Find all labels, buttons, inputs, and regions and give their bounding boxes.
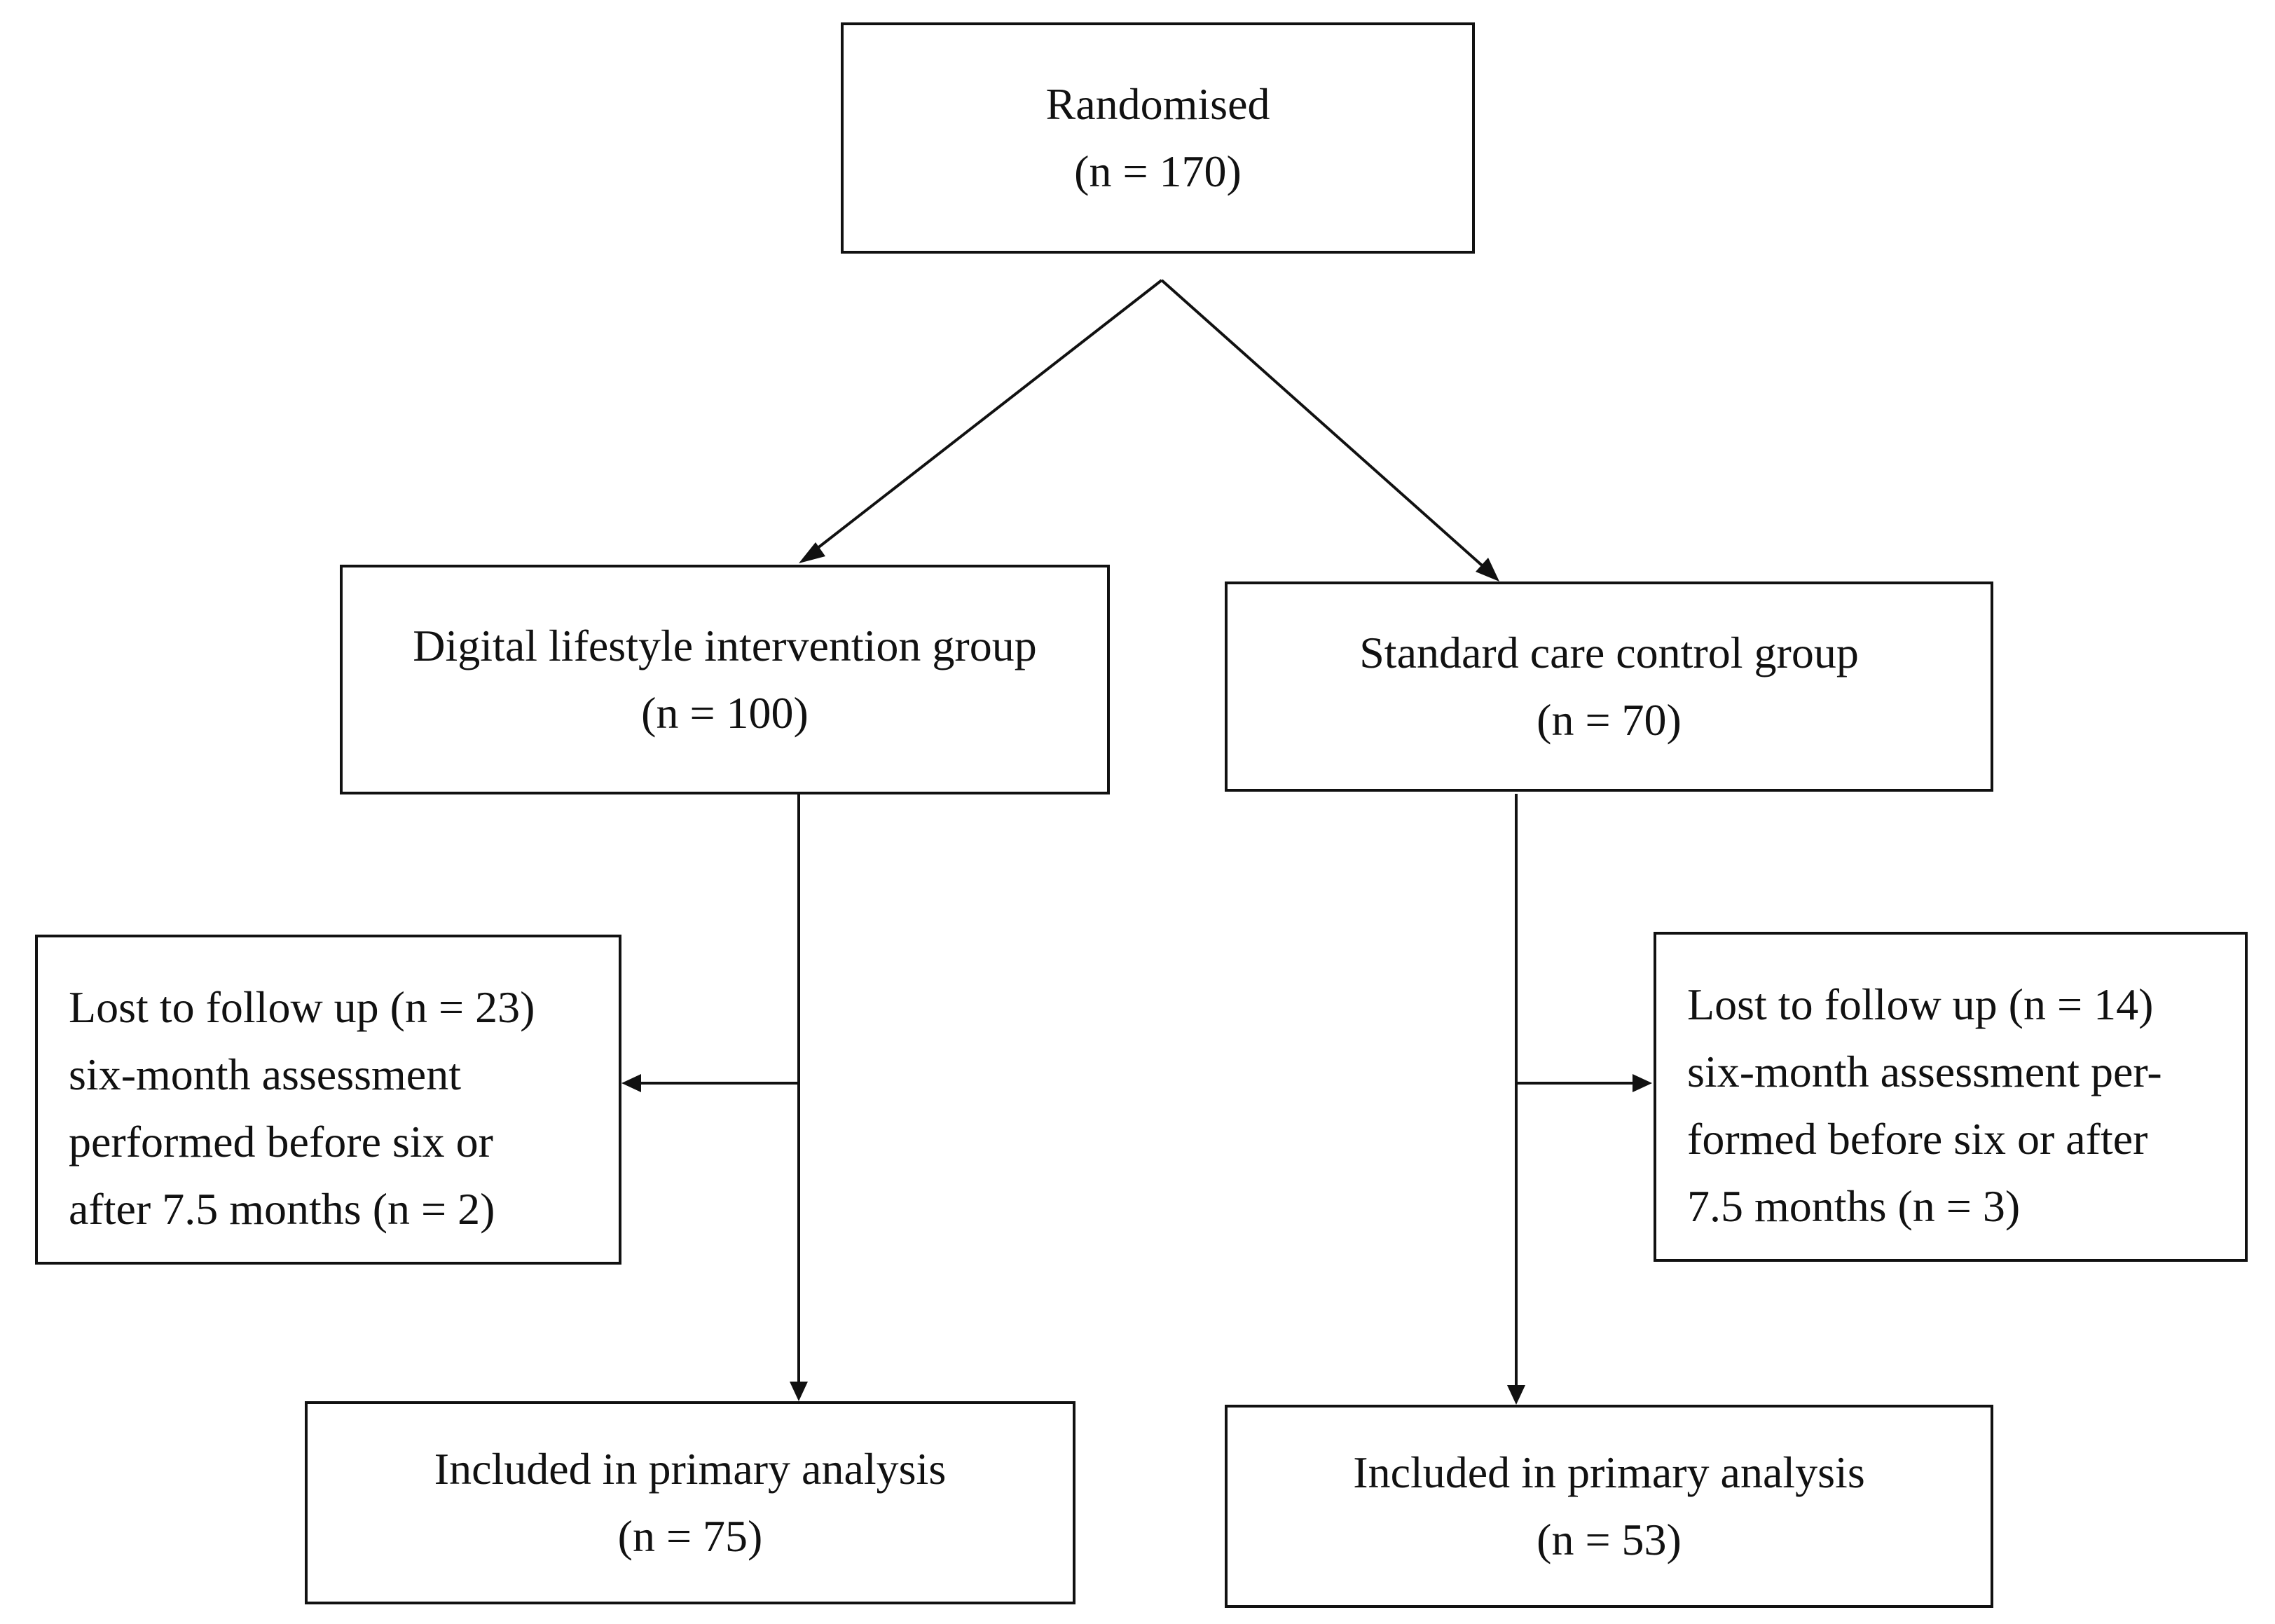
control-group-label: Standard care control group	[1359, 628, 1859, 677]
control-group-box: Standard care control group (n = 70)	[1225, 582, 1993, 792]
control-lost-line-3: formed before six or after	[1687, 1114, 2148, 1164]
arrowhead-split-left	[799, 542, 825, 563]
split-arrow-right	[1160, 279, 1495, 577]
intervention-lost-box: Lost to follow up (n = 23) six-month ass…	[35, 935, 621, 1265]
intervention-group-label: Digital lifestyle intervention group	[413, 621, 1037, 670]
split-arrow-left	[803, 279, 1163, 560]
intervention-lost-line-1: Lost to follow up (n = 23)	[69, 982, 535, 1032]
randomised-box: Randomised (n = 170)	[841, 22, 1475, 254]
intervention-lost-line-3: performed before six or	[69, 1117, 493, 1167]
arrowhead-intervention-lost	[621, 1074, 641, 1092]
intervention-analysis-label: Included in primary analysis	[434, 1444, 947, 1494]
control-analysis-box: Included in primary analysis (n = 53)	[1225, 1405, 1993, 1608]
intervention-group-count: (n = 100)	[641, 688, 809, 738]
intervention-lost-line-2: six-month assessment	[69, 1050, 461, 1099]
intervention-lost-line-4: after 7.5 months (n = 2)	[69, 1184, 495, 1234]
arrowhead-split-right	[1476, 558, 1499, 582]
control-lost-line-1: Lost to follow up (n = 14)	[1687, 979, 2154, 1029]
control-analysis-label: Included in primary analysis	[1353, 1447, 1865, 1497]
randomised-label: Randomised	[1045, 79, 1270, 129]
arrowhead-control-lost	[1633, 1074, 1652, 1092]
randomised-count: (n = 170)	[1074, 146, 1242, 196]
control-analysis-count: (n = 53)	[1537, 1515, 1682, 1564]
arrowhead-intervention-analysis	[790, 1382, 808, 1401]
intervention-analysis-box: Included in primary analysis (n = 75)	[305, 1401, 1075, 1604]
arrowhead-control-analysis	[1507, 1385, 1525, 1405]
control-lost-line-2: six-month assessment per-	[1687, 1047, 2162, 1096]
control-group-count: (n = 70)	[1537, 695, 1682, 745]
control-lost-box: Lost to follow up (n = 14) six-month ass…	[1654, 932, 2248, 1262]
control-lost-line-4: 7.5 months (n = 3)	[1687, 1181, 2021, 1231]
intervention-analysis-count: (n = 75)	[617, 1511, 763, 1561]
intervention-group-box: Digital lifestyle intervention group (n …	[340, 565, 1110, 794]
